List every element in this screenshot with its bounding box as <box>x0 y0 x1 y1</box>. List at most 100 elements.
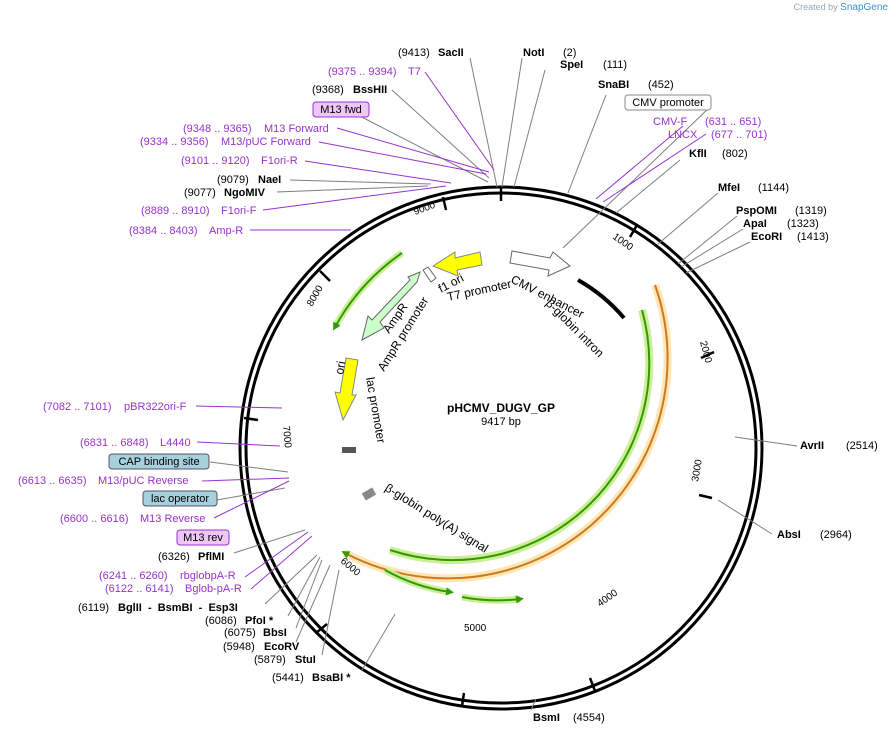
plasmid-length: 9417 bp <box>481 416 521 428</box>
site-name-bglii: BglII - BsmBI - Esp3I <box>118 602 238 614</box>
primer-name-m13-reverse: M13 Reverse <box>140 513 205 525</box>
m13-fwd-box <box>312 101 370 118</box>
site-pos-kfli: (802) <box>722 148 748 160</box>
site-name-bbsi: BbsI <box>263 627 287 639</box>
site-name-kfli: KflI <box>689 148 707 160</box>
primer-pos-f1ori-r: (9101 .. 9120) <box>181 155 250 167</box>
site-name-mfei: MfeI <box>718 182 740 194</box>
site-pos-ngomiv: (9077) <box>184 187 216 199</box>
site-name-bsmi: BsmI <box>533 712 560 724</box>
tick-label-2000: 2000 <box>697 340 713 365</box>
site-pos-sacii: (9413) <box>398 47 430 59</box>
site-pos-bsabi: (5441) <box>272 672 304 684</box>
site-pos-pflmi: (6326) <box>158 551 190 563</box>
primer-pos-rbglobpa-r: (6241 .. 6260) <box>99 570 168 582</box>
primer-name-f1ori-r: F1ori-R <box>261 155 298 167</box>
primer-name-amp-r: Amp-R <box>209 225 243 237</box>
primer-name-rbglobpa-r: rbglobpA-R <box>180 570 236 582</box>
cmv-promoter-box <box>624 94 712 111</box>
primer-pos-l4440: (6831 .. 6848) <box>80 437 149 449</box>
site-name-avrii: AvrII <box>800 440 824 452</box>
tick-marks <box>243 187 715 707</box>
label-lac-promoter: lac promoter <box>363 376 388 444</box>
site-name-ngomiv: NgoMIV <box>224 187 266 199</box>
site-name-pspomi: PspOMI <box>736 205 777 217</box>
site-name-naei: NaeI <box>258 174 281 186</box>
tick-label-5000: 5000 <box>464 623 487 634</box>
primer-pos-amp-r: (8384 .. 8403) <box>129 225 198 237</box>
primer-leader-lines <box>195 71 707 590</box>
site-pos-noti: (2) <box>563 47 576 59</box>
site-name-apai: ApaI <box>743 218 767 230</box>
orf-small-2 <box>461 595 524 604</box>
orf-orange-arc <box>341 284 669 580</box>
site-name-sacii: SacII <box>438 47 464 59</box>
site-name-ecorv: EcoRV <box>264 641 300 653</box>
site-pos-mfei: (1144) <box>758 182 789 194</box>
site-name-snabi: SnaBI <box>598 79 629 91</box>
primer-pos-m13-forward: (9348 .. 9365) <box>183 123 252 135</box>
primer-pos-f1ori-f: (8889 .. 8910) <box>141 205 210 217</box>
site-pos-ecori: (1413) <box>797 231 829 243</box>
t7-promoter-feature <box>422 266 437 283</box>
orf-ampr <box>333 252 403 331</box>
primer-name-bglob-pa-r: Bglob-pA-R <box>185 583 242 595</box>
site-pos-bbsi: (6075) <box>224 627 256 639</box>
label-cmv-enhancer: CMV enhancer <box>509 272 587 321</box>
tick-label-3000: 3000 <box>690 458 705 482</box>
primer-pos-m13puc-reverse: (6613 .. 6635) <box>18 475 87 487</box>
site-name-bsshii: BssHII <box>353 84 387 96</box>
beta-globin-intron-feature <box>577 278 626 320</box>
lac-operator-box <box>142 490 218 507</box>
site-pos-bglii: (6119) <box>78 602 109 614</box>
f1-ori-feature <box>431 251 483 277</box>
site-pos-snabi: (452) <box>648 79 674 91</box>
m13-rev-box <box>176 529 230 546</box>
ori-feature <box>334 357 359 422</box>
primer-pos-t7: (9375 .. 9394) <box>328 66 397 78</box>
primer-pos-m13-reverse: (6600 .. 6616) <box>60 513 129 525</box>
cmv-promoter-label: CMV promoter <box>632 97 704 109</box>
primer-name-t7: T7 <box>408 66 421 78</box>
lac-operator-feature <box>342 447 356 453</box>
site-pos-pspomi: (1319) <box>795 205 827 217</box>
label-ori: ori <box>332 360 348 376</box>
site-name-ecori: EcoRI <box>751 231 782 243</box>
tick-label-8000: 8000 <box>305 283 326 308</box>
tick-label-4000: 4000 <box>595 587 620 609</box>
snapgene-credit: Created by SnapGene <box>794 2 888 13</box>
site-pos-ecorv: (5948) <box>223 641 255 653</box>
site-name-pfoi: PfoI * <box>245 615 274 627</box>
primer-name-pbr322ori-f: pBR322ori-F <box>124 401 187 413</box>
site-pos-naei: (9079) <box>217 174 249 186</box>
snapgene-logo-text: SnapGene <box>840 2 888 13</box>
beta-globin-polya-feature <box>361 487 377 501</box>
site-name-bsabi: BsaBI * <box>312 672 351 684</box>
primer-name-cmv-f: CMV-F <box>653 116 688 128</box>
tick-label-7000: 7000 <box>280 425 293 449</box>
orf-small-1 <box>384 569 454 596</box>
m13-fwd-label: M13 fwd <box>320 104 362 116</box>
primer-pos-pbr322ori-f: (7082 .. 7101) <box>43 401 112 413</box>
site-pos-bsmi: (4554) <box>573 712 605 724</box>
primer-labels: (9375 .. 9394) T7 (9348 .. 9365) M13 For… <box>18 66 767 595</box>
site-name-pflmi: PflMI <box>198 551 224 563</box>
primer-name-f1ori-f: F1ori-F <box>221 205 257 217</box>
primer-pos-m13puc-forward: (9334 .. 9356) <box>140 136 209 148</box>
site-pos-absi: (2964) <box>820 529 852 541</box>
orf-green-glow <box>388 308 654 565</box>
plasmid-name: pHCMV_DUGV_GP <box>447 401 555 415</box>
orf-green-arc <box>389 309 651 562</box>
label-beta-globin-polya: β-globin poly(A) signal <box>382 481 490 556</box>
cap-binding-site-box <box>108 453 210 470</box>
primer-name-m13puc-forward: M13/pUC Forward <box>221 136 311 148</box>
lac-operator-label: lac operator <box>151 493 209 505</box>
primer-pos-lncx: (677 .. 701) <box>711 129 767 141</box>
site-pos-pfoi: (6086) <box>205 615 237 627</box>
cmv-enhancer-feature <box>509 250 571 277</box>
primer-name-lncx: LNCX <box>668 129 698 141</box>
primer-name-m13-forward: M13 Forward <box>264 123 329 135</box>
site-pos-stui: (5879) <box>254 654 286 666</box>
site-pos-bsshii: (9368) <box>312 84 344 96</box>
